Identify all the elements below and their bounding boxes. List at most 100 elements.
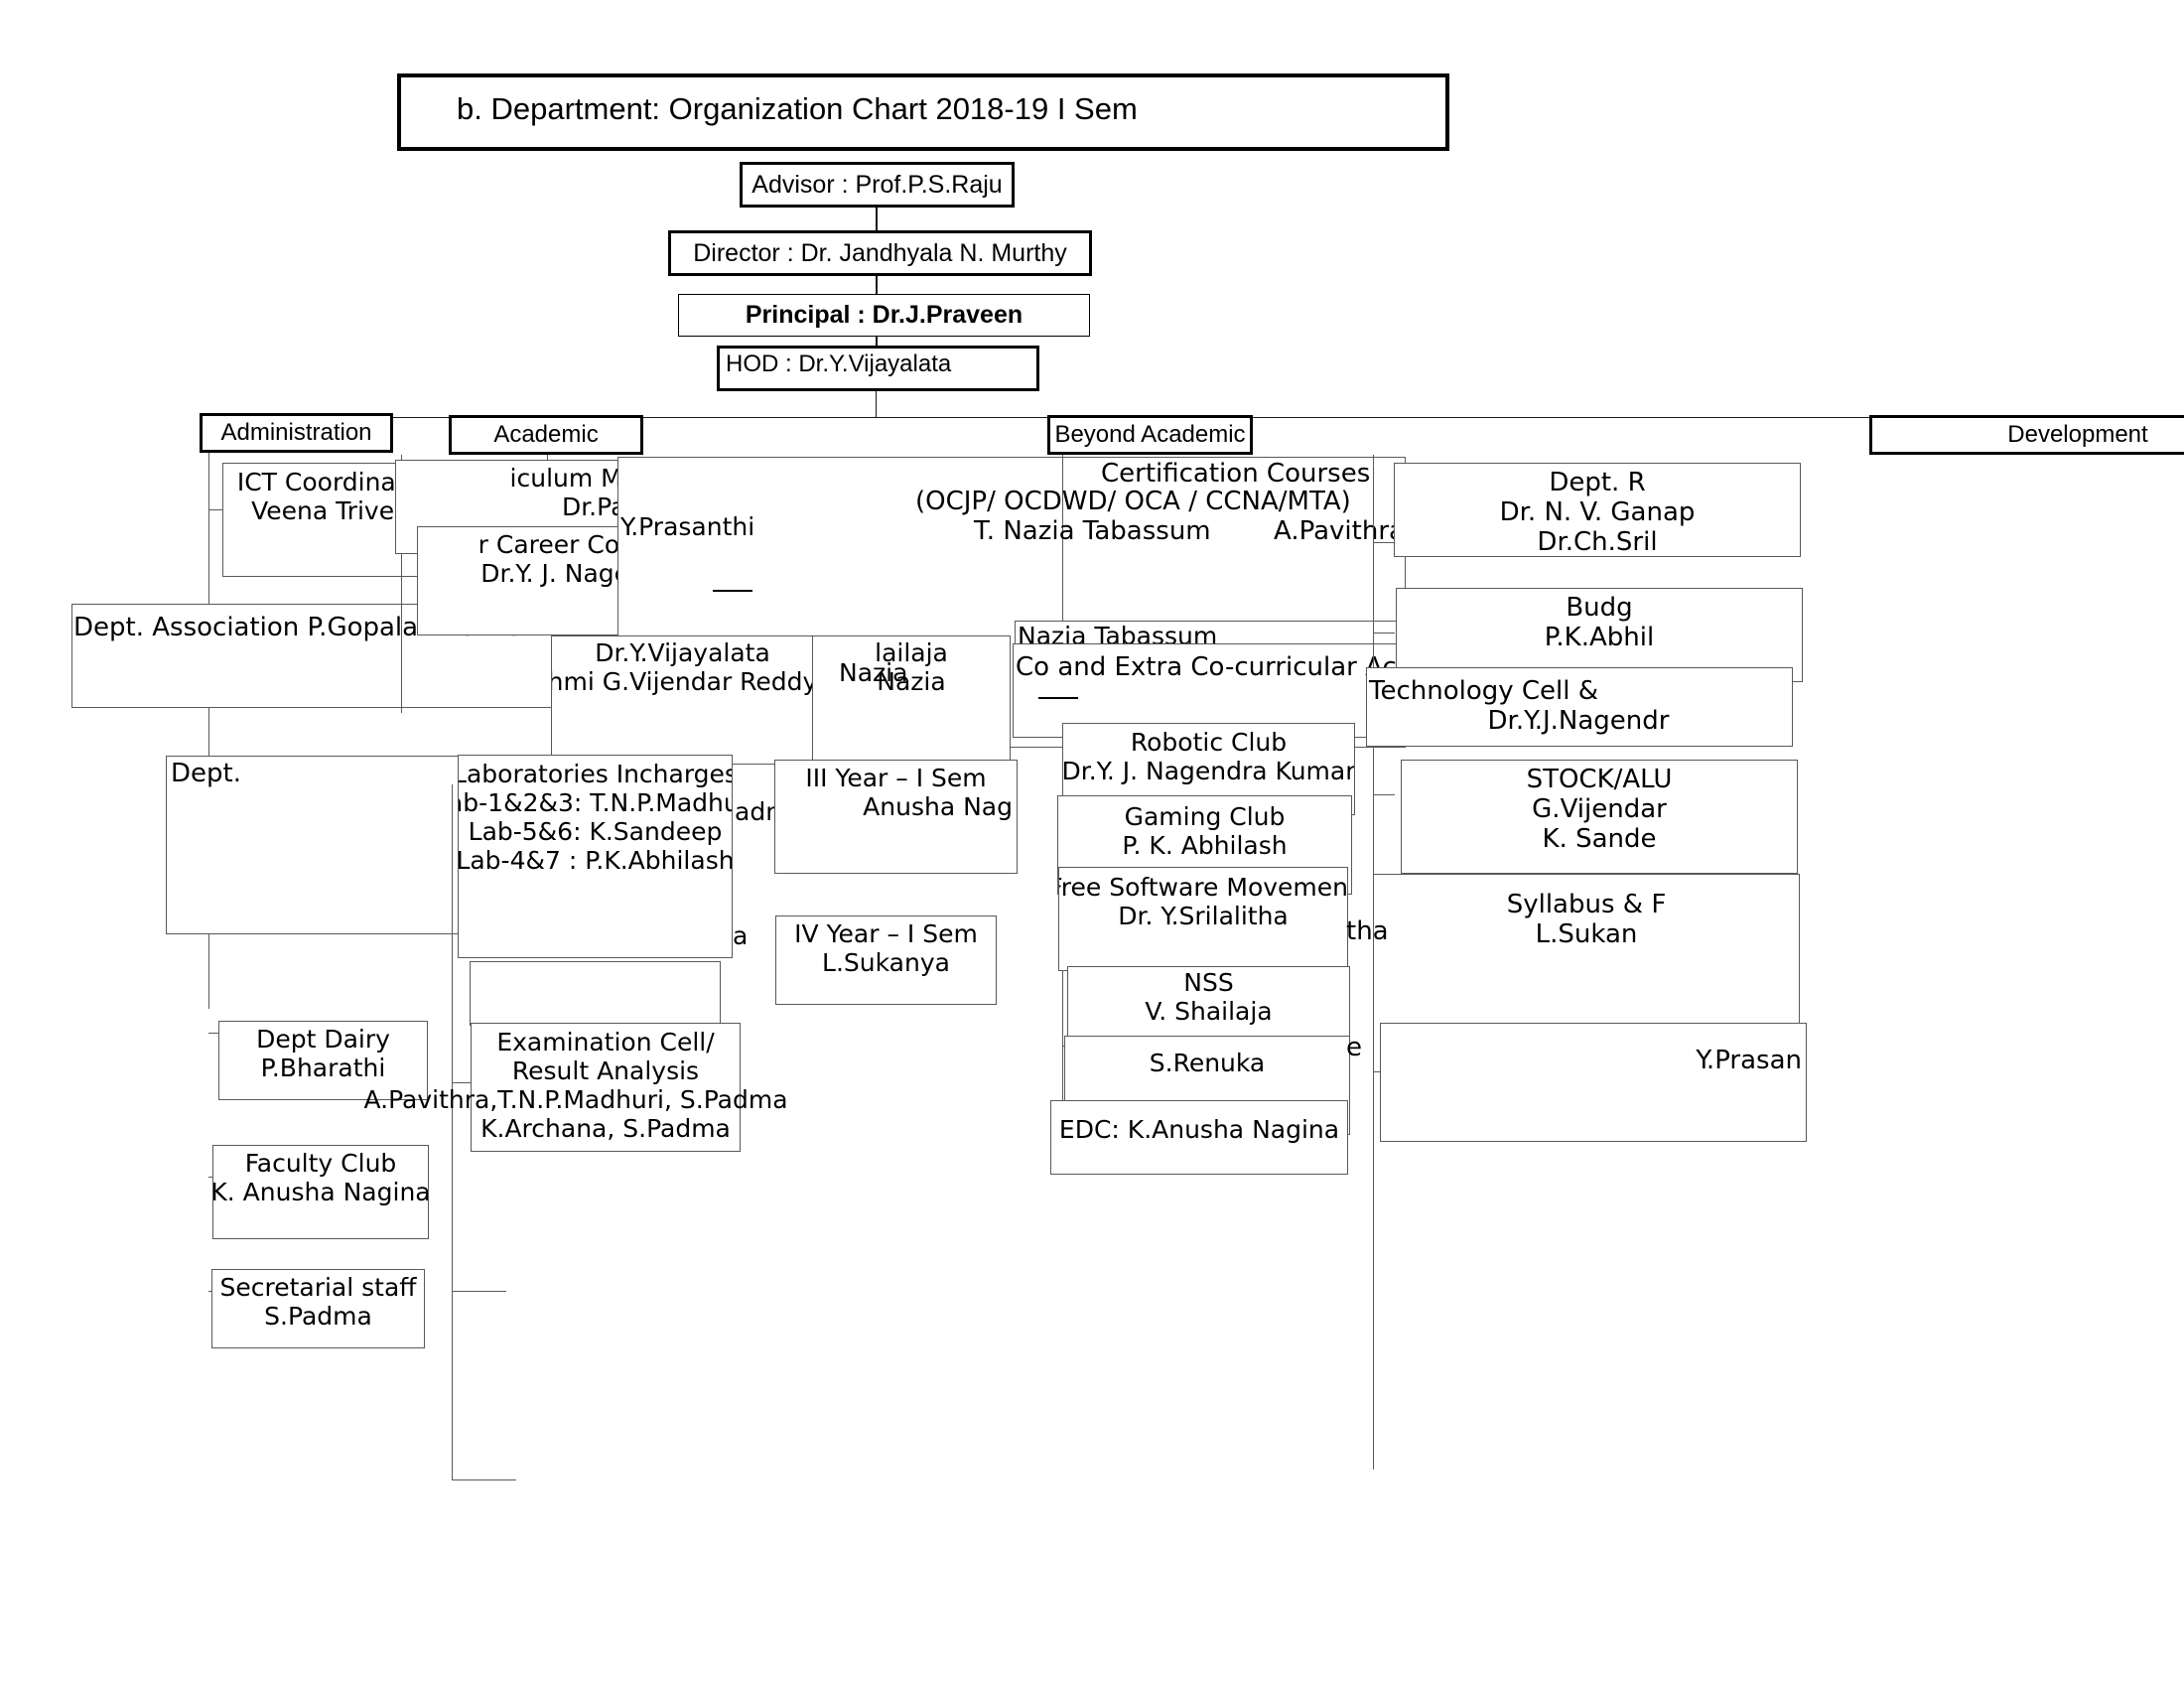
co-curricular-label: Co and Extra Co-curricular Activitie: [1016, 652, 1409, 682]
dept-dairy-role: Dept Dairy: [256, 1025, 390, 1054]
connector-academic-cell2: [452, 1291, 506, 1292]
shailaja-nazia-box: lailaja Nazia: [812, 635, 1011, 765]
branch-development: Development: [1869, 415, 2184, 455]
hod-box: HOD : Dr.Y.Vijayalata: [717, 346, 1039, 391]
certification-person2: A.Pavithra: [1274, 516, 1405, 546]
e-fragment: e: [1346, 1033, 1362, 1062]
year4-box: IV Year – I Sem L.Sukanya: [775, 915, 997, 1005]
ict-coordinator-person: Veena Trivedi: [251, 496, 417, 525]
connector-academic-spine-left: [401, 455, 402, 713]
free-software-movement-box: Free Software Movement Dr. Y.Srilalitha: [1058, 867, 1348, 971]
syllabus-line2: L.Sukan: [1535, 919, 1638, 950]
nss-incharge: V. Shailaja: [1145, 997, 1273, 1026]
secretarial-staff-role: Secretarial staff: [219, 1273, 417, 1302]
nazia-fragment: Nazia: [839, 658, 908, 687]
budget-line1: Budg: [1566, 593, 1633, 623]
examination-cell-box: Examination Cell/ Result Analysis A.Pavi…: [363, 1023, 788, 1152]
technology-cell-box: Technology Cell & Dr.Y.J.Nagendr: [1366, 667, 1793, 747]
robotic-club-incharge: Dr.Y. J. Nagendra Kumar: [1062, 757, 1355, 785]
gaming-club-name: Gaming Club: [1124, 802, 1286, 831]
dept-dairy-person: P.Bharathi: [260, 1054, 386, 1082]
laboratories-lab123: Lab-1&2&3: T.N.P.Madhuri: [459, 788, 732, 817]
examination-cell-line3: A.Pavithra,T.N.P.Madhuri, S.Padma: [363, 1085, 788, 1114]
connector-advisor-director: [876, 208, 878, 234]
connector-hod-drop: [876, 391, 877, 417]
faculty-club-person: K. Anusha Nagina: [212, 1178, 429, 1206]
year4-label: IV Year – I Sem: [794, 919, 978, 948]
laboratories-lab56: Lab-5&6: K.Sandeep: [468, 817, 723, 846]
budget-box: Budg P.K.Abhil: [1396, 588, 1803, 682]
branch-academic-label: Academic: [493, 421, 599, 449]
edc-box: EDC: K.Anusha Nagina: [1050, 1100, 1348, 1175]
prasanthi-dev-label: Y.Prasan: [1696, 1046, 1802, 1075]
director-label: Director : Dr. Jandhyala N. Murthy: [693, 238, 1067, 267]
free-software-movement-name: Free Software Movement: [1058, 873, 1348, 902]
examination-cell-line2: Result Analysis: [511, 1056, 700, 1085]
syllabus-line1: Syllabus & F: [1506, 890, 1667, 919]
faculty-club-role: Faculty Club: [244, 1149, 397, 1178]
branch-beyond-academic: Beyond Academic: [1047, 415, 1253, 455]
connector-principal-hod: [876, 337, 878, 349]
connector-academic-exam: [452, 1479, 516, 1480]
connector-dev-deptr: [1373, 542, 1395, 543]
gaming-club-incharge: P. K. Abhilash: [1122, 831, 1288, 860]
faculty-club-box: Faculty Club K. Anusha Nagina: [212, 1145, 429, 1239]
year3-person: Anusha Nag: [863, 792, 1013, 821]
secretarial-staff-person: S.Padma: [264, 1302, 372, 1331]
connector-dev-stock: [1373, 794, 1395, 795]
hod-label: HOD : Dr.Y.Vijayalata: [726, 351, 952, 377]
advisor-label: Advisor : Prof.P.S.Raju: [751, 170, 1003, 199]
vijayalata-box: Dr.Y.Vijayalata hmi G.Vijendar Reddy: [551, 635, 814, 765]
year3-box: III Year – I Sem Anusha Nag: [774, 760, 1018, 874]
dept-rnd-line2: Dr. N. V. Ganap: [1499, 497, 1696, 528]
examination-cell-line1: Examination Cell/: [496, 1028, 715, 1056]
examination-cell-line4: K.Archana, S.Padma: [480, 1114, 731, 1143]
budget-line2: P.K.Abhil: [1544, 623, 1655, 653]
dept-clipped-label: Dept.: [171, 759, 241, 788]
co-curricular-box: Co and Extra Co-curricular Activitie: [1013, 643, 1410, 738]
branch-administration: Administration: [200, 413, 393, 453]
year3-label: III Year – I Sem: [805, 764, 987, 792]
advisor-box: Advisor : Prof.P.S.Raju: [740, 162, 1015, 208]
prasanthi-dev-box: Y.Prasan: [1380, 1023, 1807, 1142]
vijayalata-line2: hmi G.Vijendar Reddy: [551, 667, 814, 696]
shailaja-line2: Nazia: [877, 667, 946, 696]
secretarial-staff-box: Secretarial staff S.Padma: [211, 1269, 425, 1348]
branch-academic: Academic: [449, 415, 643, 455]
shailaja-line1: lailaja: [875, 638, 948, 667]
dept-rnd-line1: Dept. R: [1549, 468, 1646, 497]
co-curricular-underline: [1038, 697, 1078, 699]
prasanthi-underline: [713, 590, 752, 592]
page-title: b. Department: Organization Chart 2018-1…: [457, 91, 1138, 126]
certification-courses: (OCJP/ OCDWD/ OCA / CCNA/MTA): [915, 487, 1351, 516]
technology-cell-line2: Dr.Y.J.Nagendr: [1487, 706, 1670, 737]
connector-development-spine2: [1373, 1053, 1374, 1470]
principal-box: Principal : Dr.J.Praveen: [678, 294, 1090, 337]
certification-title: Certification Courses: [1101, 459, 1371, 489]
technology-cell-line1: Technology Cell &: [1369, 676, 1599, 706]
connector-development-spine: [1373, 455, 1374, 1070]
vijayalata-line1: Dr.Y.Vijayalata: [595, 638, 770, 667]
connector-academic-spine2: [452, 784, 453, 1479]
connector-director-principal: [876, 276, 878, 295]
tha-fragment: tha: [1346, 916, 1389, 946]
chart-title-banner: b. Department: Organization Chart 2018-1…: [397, 73, 1449, 151]
connector-administration-spine: [208, 453, 209, 1009]
certification-person1: T. Nazia Tabassum: [974, 516, 1211, 546]
dept-rnd-box: Dept. R Dr. N. V. Ganap Dr.Ch.Sril: [1394, 463, 1801, 557]
prasanthi-label: Y.Prasanthi: [620, 512, 755, 541]
principal-label: Principal : Dr.J.Praveen: [745, 301, 1024, 329]
stock-alumni-line2: G.Vijendar: [1532, 794, 1667, 825]
stock-alumni-line1: STOCK/ALU: [1526, 765, 1673, 794]
dept-dairy-box: Dept Dairy P.Bharathi: [218, 1021, 428, 1100]
laboratories-title: Laboratories Incharges: [458, 760, 733, 788]
laboratories-box: Laboratories Incharges Lab-1&2&3: T.N.P.…: [458, 755, 733, 958]
laboratories-lab47: Lab-4&7 : P.K.Abhilash: [458, 846, 733, 875]
free-software-movement-incharge: Dr. Y.Srilalitha: [1118, 902, 1289, 930]
robotic-club-name: Robotic Club: [1130, 728, 1288, 757]
nss-name: NSS: [1183, 968, 1234, 997]
padma-fragment-2: a: [733, 921, 749, 950]
year4-person: L.Sukanya: [822, 948, 950, 977]
dept-rnd-line3: Dr.Ch.Sril: [1537, 527, 1658, 557]
